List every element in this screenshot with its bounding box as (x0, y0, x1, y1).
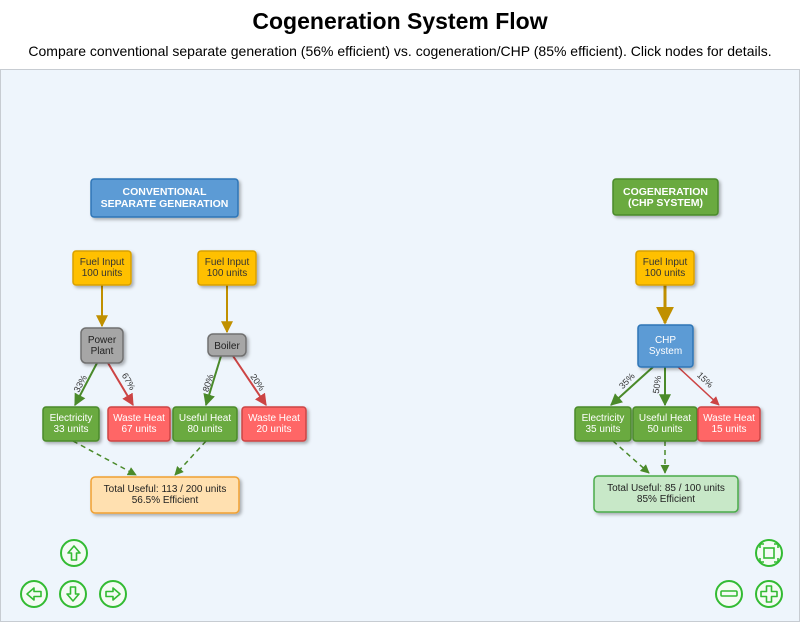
edge-chp-elec-total (612, 440, 650, 474)
edge-label-elec-chp: 35% (617, 371, 637, 391)
svg-text:Waste Heat: Waste Heat (248, 413, 300, 424)
svg-text:Boiler: Boiler (214, 341, 240, 352)
node-useful-heat-conv[interactable]: Useful Heat 80 units (172, 406, 238, 442)
svg-text:100 units: 100 units (207, 268, 248, 279)
node-electricity-chp[interactable]: Electricity 35 units (574, 406, 632, 442)
node-waste-heat-chp[interactable]: Waste Heat 15 units (697, 406, 761, 442)
svg-text:System: System (649, 346, 682, 357)
pan-up-button[interactable] (60, 539, 88, 567)
fit-view-icon (759, 543, 779, 563)
zoom-out-button[interactable] (715, 580, 743, 608)
plus-icon (760, 585, 778, 603)
svg-text:Electricity: Electricity (582, 413, 625, 424)
node-power-plant[interactable]: Power Plant (80, 327, 124, 364)
edge-chp-electricity (610, 366, 654, 406)
chp-header[interactable]: COGENERATION (CHP SYSTEM) (612, 178, 719, 216)
edge-powerplant-electricity (74, 362, 98, 407)
svg-text:56.5% Efficient: 56.5% Efficient (132, 495, 199, 506)
pan-down-button[interactable] (59, 580, 87, 608)
svg-text:COGENERATION: COGENERATION (623, 186, 708, 198)
svg-text:35 units: 35 units (585, 424, 620, 435)
svg-text:Power: Power (88, 335, 117, 346)
svg-text:(CHP SYSTEM): (CHP SYSTEM) (628, 197, 703, 209)
arrow-right-icon (105, 587, 121, 601)
node-useful-heat-chp[interactable]: Useful Heat 50 units (632, 406, 698, 442)
flow-diagram: 33% 67% 80% 20% 35% 50% 15% CONVENTIONAL… (20, 178, 783, 608)
svg-text:67 units: 67 units (121, 424, 156, 435)
pan-left-button[interactable] (20, 580, 48, 608)
edge-powerplant-waste1 (107, 362, 134, 407)
svg-text:80 units: 80 units (187, 424, 222, 435)
svg-text:15 units: 15 units (711, 424, 746, 435)
svg-text:85% Efficient: 85% Efficient (637, 494, 695, 505)
conventional-header[interactable]: CONVENTIONAL SEPARATE GENERATION (90, 178, 239, 218)
svg-text:Fuel Input: Fuel Input (643, 257, 688, 268)
node-total-chp[interactable]: Total Useful: 85 / 100 units 85% Efficie… (593, 475, 739, 513)
svg-text:CHP: CHP (655, 335, 676, 346)
minus-icon (720, 590, 738, 597)
node-electricity-conv[interactable]: Electricity 33 units (42, 406, 100, 442)
svg-text:Plant: Plant (91, 346, 114, 357)
svg-text:Electricity: Electricity (50, 413, 93, 424)
node-chp-system[interactable]: CHP System (637, 324, 694, 368)
node-waste-heat-2[interactable]: Waste Heat 20 units (241, 406, 307, 442)
svg-text:Total Useful: 113 / 200 units: Total Useful: 113 / 200 units (104, 484, 227, 495)
svg-text:Useful Heat: Useful Heat (179, 413, 231, 424)
edges-conventional: 33% 67% 80% 20% (72, 285, 267, 476)
pan-right-button[interactable] (99, 580, 127, 608)
node-boiler[interactable]: Boiler (207, 333, 247, 357)
svg-text:Waste Heat: Waste Heat (703, 413, 755, 424)
edge-boiler-waste2 (232, 355, 267, 406)
arrow-down-icon (66, 586, 80, 602)
node-waste-heat-1[interactable]: Waste Heat 67 units (107, 406, 171, 442)
svg-text:Fuel Input: Fuel Input (80, 257, 125, 268)
edge-electricity-total (72, 440, 137, 476)
svg-text:Useful Heat: Useful Heat (639, 413, 691, 424)
diagram-canvas[interactable]: 33% 67% 80% 20% 35% 50% 15% CONVENTIONAL… (0, 69, 800, 622)
node-fuel-input-2[interactable]: Fuel Input 100 units (197, 250, 257, 286)
edge-useful-total (174, 440, 207, 476)
page-subtitle: Compare conventional separate generation… (28, 43, 772, 59)
edges-chp: 35% 50% 15% (610, 285, 720, 474)
svg-text:SEPARATE GENERATION: SEPARATE GENERATION (101, 198, 229, 210)
svg-text:CONVENTIONAL: CONVENTIONAL (123, 186, 208, 198)
edge-label-waste-chp: 15% (695, 370, 715, 390)
svg-text:Waste Heat: Waste Heat (113, 413, 165, 424)
node-fuel-input-chp[interactable]: Fuel Input 100 units (635, 250, 695, 286)
svg-text:100 units: 100 units (82, 268, 123, 279)
arrow-up-icon (67, 545, 81, 561)
svg-text:100 units: 100 units (645, 268, 686, 279)
svg-text:Fuel Input: Fuel Input (205, 257, 250, 268)
svg-text:20 units: 20 units (256, 424, 291, 435)
node-total-conv[interactable]: Total Useful: 113 / 200 units 56.5% Effi… (90, 476, 240, 514)
arrow-left-icon (26, 587, 42, 601)
svg-text:50 units: 50 units (647, 424, 682, 435)
fit-view-button[interactable] (755, 539, 783, 567)
edge-chp-waste (677, 366, 720, 406)
edge-label-useful-chp: 50% (651, 375, 663, 394)
page-title: Cogeneration System Flow (252, 8, 548, 34)
svg-text:33 units: 33 units (53, 424, 88, 435)
edge-boiler-useful (203, 355, 222, 407)
node-fuel-input-1[interactable]: Fuel Input 100 units (72, 250, 132, 286)
zoom-in-button[interactable] (755, 580, 783, 608)
svg-text:Total Useful: 85 / 100 units: Total Useful: 85 / 100 units (607, 483, 725, 494)
